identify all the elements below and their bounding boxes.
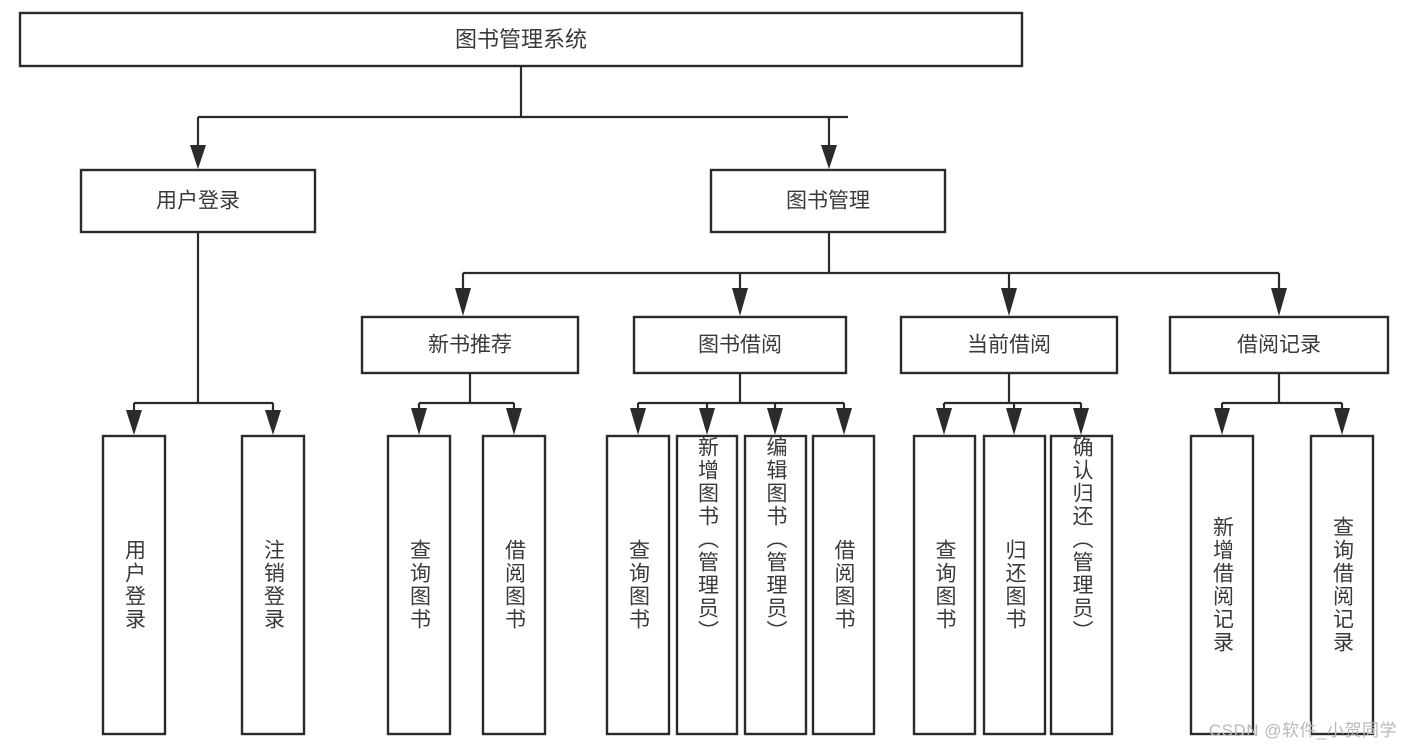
arrow-current-to-leaf-3 bbox=[1073, 408, 1089, 435]
node-box-leaf-borrow-book[interactable] bbox=[811, 434, 876, 736]
arrow-borrow-to-leaf-2 bbox=[699, 408, 715, 435]
node-label-book-management: 图书管理 bbox=[786, 190, 870, 213]
arrow-current-to-leaf-1 bbox=[936, 408, 952, 435]
node-box-leaf-return-book[interactable] bbox=[982, 434, 1047, 736]
arrow-userlogin-to-leaf-2 bbox=[265, 410, 281, 435]
node-label-borrow-record: 借阅记录 bbox=[1237, 334, 1321, 357]
node-label-root: 图书管理系统 bbox=[455, 27, 587, 52]
node-label-user-login: 用户登录 bbox=[156, 190, 240, 213]
arrow-newbook-to-leaf-2 bbox=[506, 408, 522, 435]
arrow-root-to-user-login bbox=[190, 145, 206, 169]
node-box-leaf-confirm-return-admin[interactable] bbox=[1049, 434, 1114, 736]
arrow-bookmgmt-to-newbook bbox=[455, 288, 471, 316]
arrow-bookmgmt-to-record bbox=[1271, 288, 1287, 316]
node-box-borrow-record[interactable] bbox=[1168, 315, 1390, 375]
node-box-leaf-add-book-admin[interactable] bbox=[675, 434, 739, 736]
node-box-leaf-query-book-newbook[interactable] bbox=[386, 434, 452, 736]
node-box-leaf-edit-book-admin[interactable] bbox=[743, 434, 808, 736]
node-box-leaf-borrow-book-newbook[interactable] bbox=[481, 434, 547, 736]
arrow-record-to-leaf-1 bbox=[1214, 408, 1230, 435]
arrow-borrow-to-leaf-1 bbox=[630, 408, 646, 435]
connectors-layer bbox=[126, 66, 1350, 435]
node-label-book-borrow: 图书借阅 bbox=[698, 334, 782, 357]
arrow-borrow-to-leaf-3 bbox=[767, 408, 783, 435]
node-box-leaf-query-book-borrow[interactable] bbox=[605, 434, 671, 736]
node-box-new-book-recommend[interactable] bbox=[360, 315, 580, 375]
arrow-record-to-leaf-2 bbox=[1334, 408, 1350, 435]
arrow-current-to-leaf-2 bbox=[1006, 408, 1022, 435]
node-box-leaf-user-logout[interactable] bbox=[240, 434, 306, 736]
arrow-borrow-to-leaf-4 bbox=[836, 408, 852, 435]
node-box-book-borrow[interactable] bbox=[632, 315, 848, 375]
node-box-user-login[interactable] bbox=[79, 168, 317, 234]
node-label-current-borrow: 当前借阅 bbox=[967, 334, 1051, 357]
arrow-root-to-book-mgmt bbox=[821, 145, 837, 169]
node-label-new-book-recommend: 新书推荐 bbox=[428, 334, 512, 357]
node-box-current-borrow[interactable] bbox=[899, 315, 1119, 375]
arrow-bookmgmt-to-current bbox=[1001, 288, 1017, 316]
node-box-leaf-add-borrow-record[interactable] bbox=[1189, 434, 1255, 736]
arrow-newbook-to-leaf-1 bbox=[411, 408, 427, 435]
node-box-leaf-user-login[interactable] bbox=[101, 434, 167, 736]
node-box-leaf-query-borrow-record[interactable] bbox=[1309, 434, 1375, 736]
nodes-layer: 图书管理系统 用户登录 图书管理 新书推荐 图书借阅 当前借阅 借阅记录 bbox=[18, 11, 1390, 736]
node-box-leaf-query-book-current[interactable] bbox=[912, 434, 977, 736]
arrow-bookmgmt-to-borrow bbox=[732, 288, 748, 316]
node-box-root[interactable] bbox=[18, 11, 1024, 68]
node-box-book-management[interactable] bbox=[709, 168, 947, 234]
arrow-userlogin-to-leaf-1 bbox=[126, 410, 142, 435]
